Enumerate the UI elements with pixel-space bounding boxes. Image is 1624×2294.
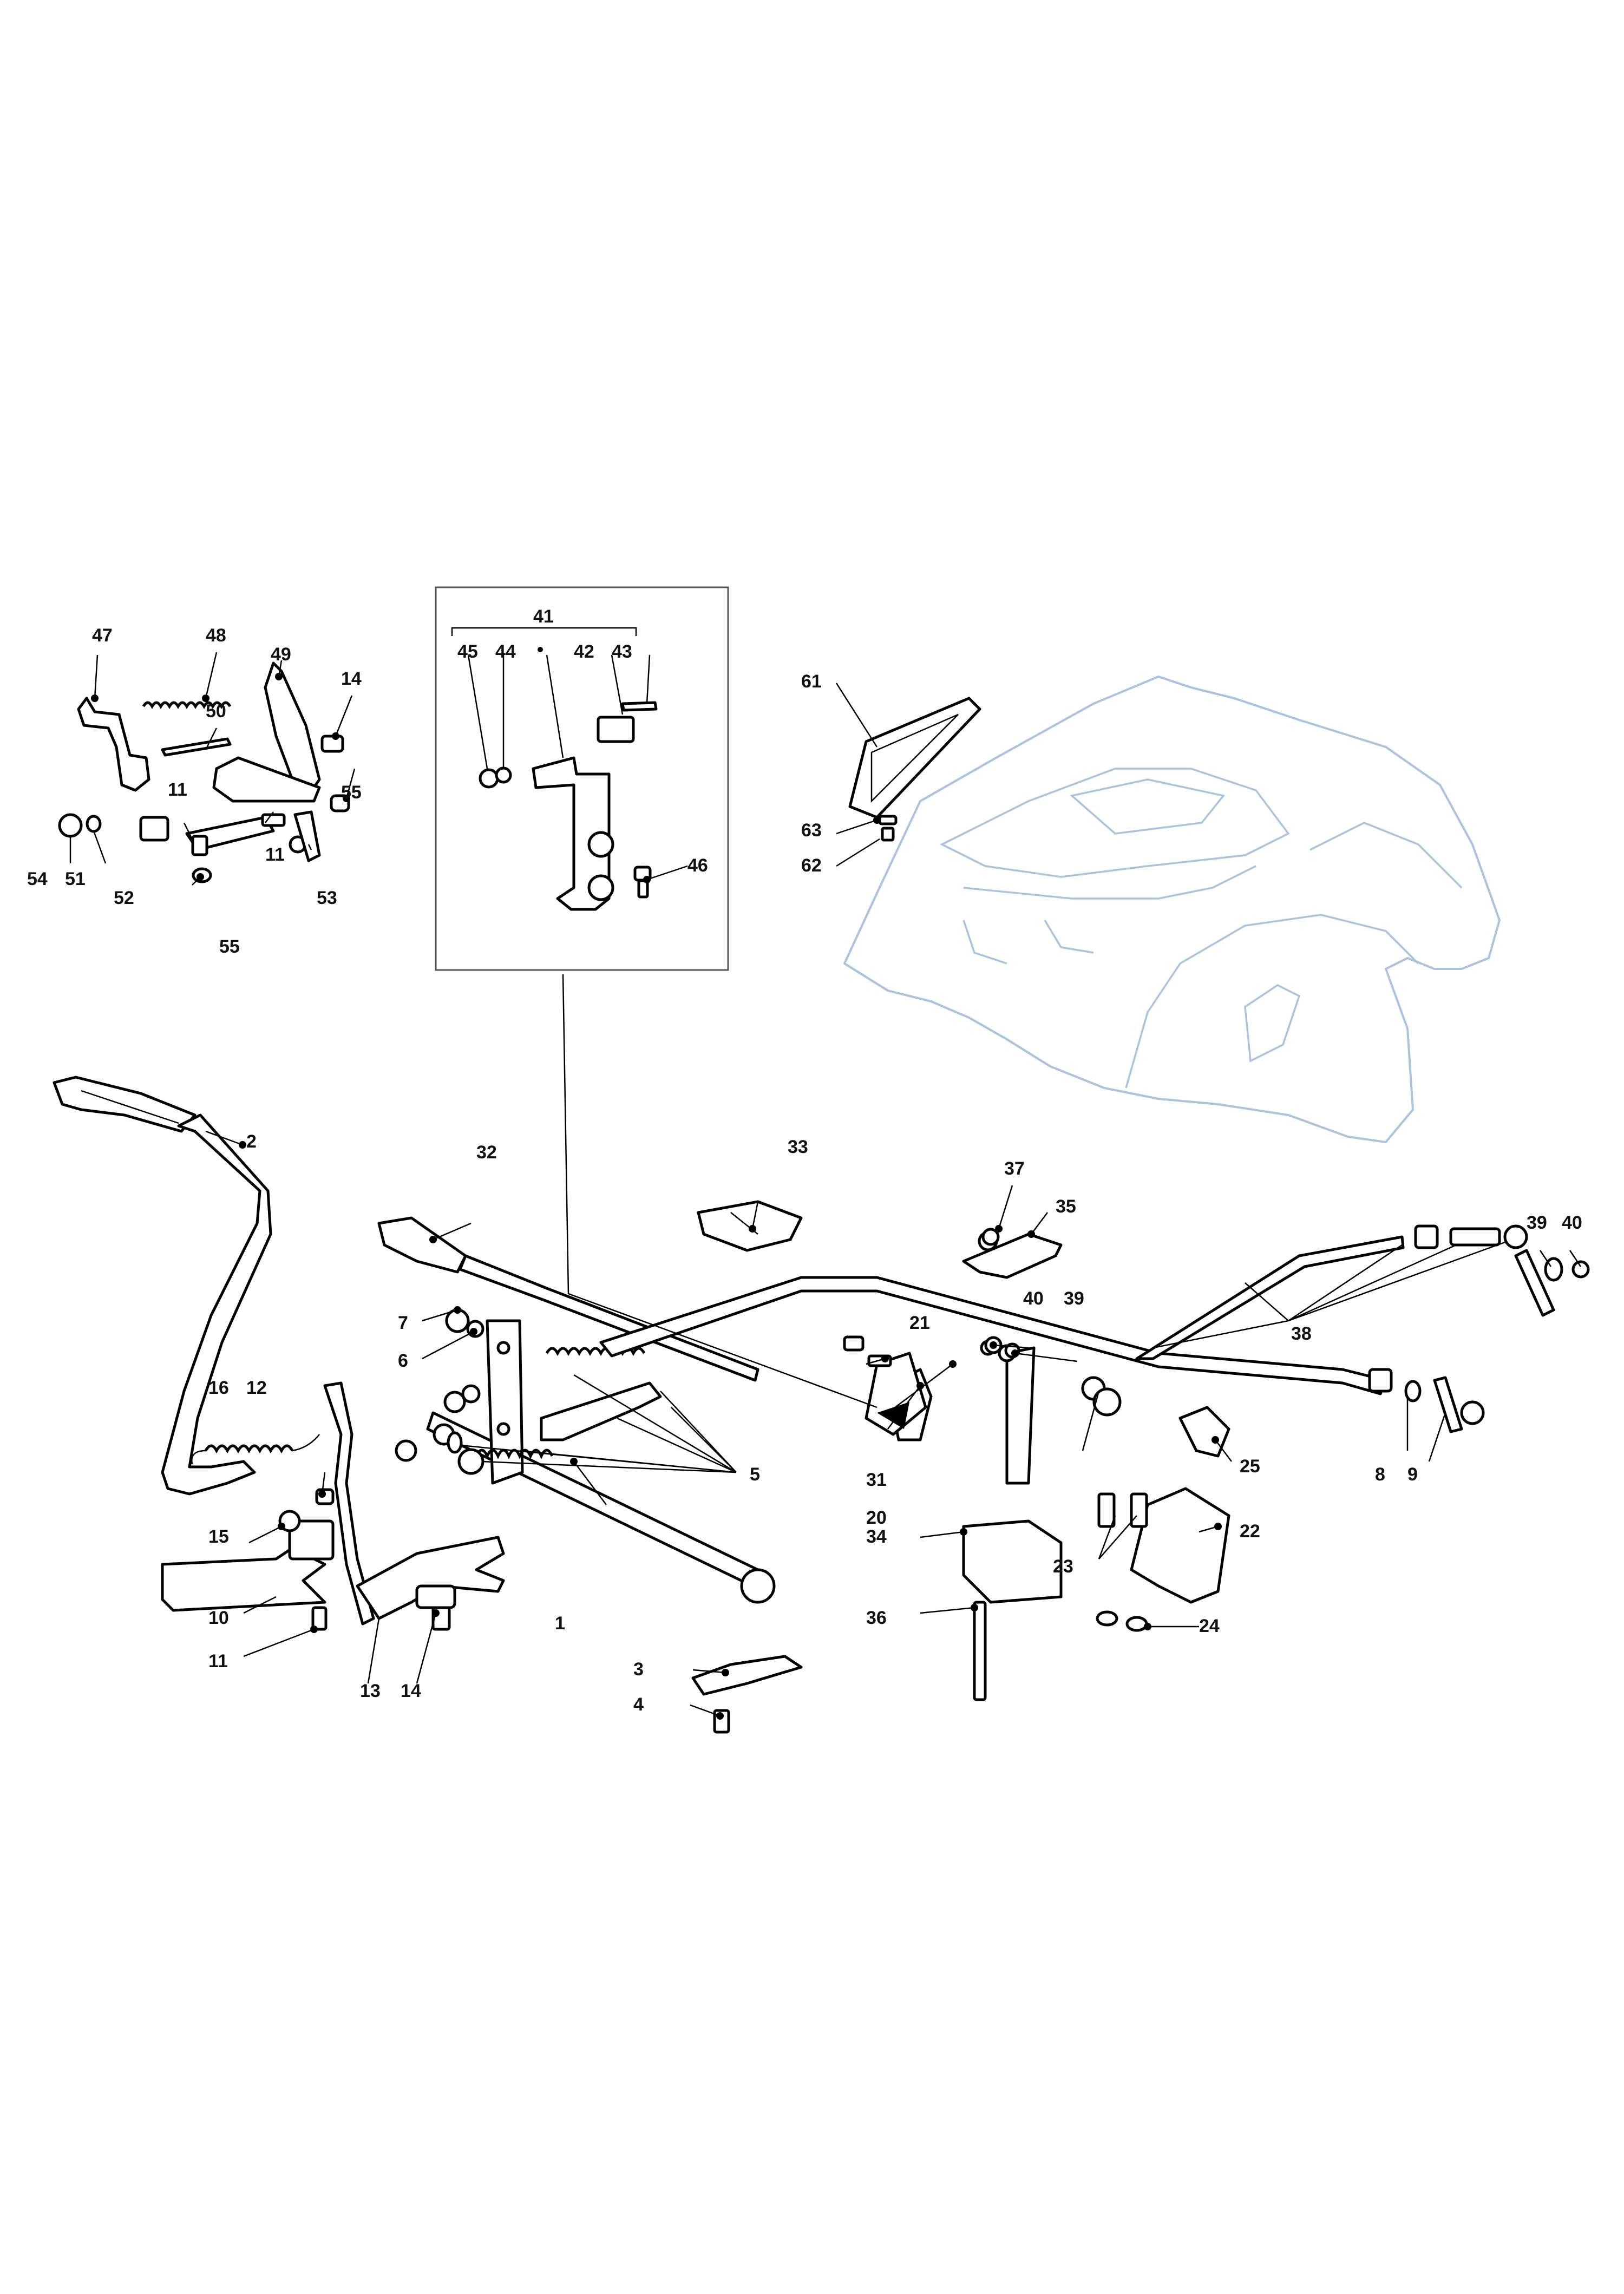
callout-15: 15 bbox=[208, 1526, 229, 1547]
callout-34: 34 bbox=[866, 1526, 887, 1547]
callout-44: 44 bbox=[495, 641, 516, 662]
callout-20: 20 bbox=[866, 1508, 887, 1528]
rear-body-ghost bbox=[843, 676, 1501, 1143]
callout-40: 40 bbox=[1023, 1288, 1044, 1309]
callout-5: 5 bbox=[750, 1464, 760, 1485]
callout-42: 42 bbox=[574, 641, 594, 662]
callout-2: 2 bbox=[246, 1131, 257, 1152]
callout-54: 54 bbox=[27, 869, 48, 889]
callout-11: 11 bbox=[168, 779, 187, 800]
leader-dots bbox=[91, 673, 1222, 1720]
callout-25: 25 bbox=[1240, 1456, 1260, 1477]
callout-14: 14 bbox=[341, 668, 362, 689]
callout-12: 12 bbox=[246, 1378, 267, 1398]
callout-23: 23 bbox=[1053, 1556, 1073, 1577]
callout-62: 62 bbox=[801, 855, 822, 876]
callout-7: 7 bbox=[398, 1313, 408, 1333]
callout-63: 63 bbox=[801, 820, 822, 841]
part-63-washer bbox=[878, 815, 898, 825]
callout-35: 35 bbox=[1056, 1196, 1076, 1217]
callout-11: 11 bbox=[265, 844, 285, 865]
callout-21: 21 bbox=[909, 1313, 930, 1333]
callout-48: 48 bbox=[206, 625, 226, 646]
callout-52: 52 bbox=[114, 888, 134, 908]
callout-9: 9 bbox=[1407, 1464, 1418, 1485]
callout-37: 37 bbox=[1004, 1158, 1025, 1179]
callout-13: 13 bbox=[360, 1681, 381, 1701]
callout-41: 41 bbox=[533, 606, 554, 627]
callout-39: 39 bbox=[1064, 1288, 1084, 1309]
callout-4: 4 bbox=[633, 1694, 644, 1715]
callout-14: 14 bbox=[401, 1681, 421, 1701]
callout-40: 40 bbox=[1562, 1212, 1582, 1233]
inset-group-bracket bbox=[451, 627, 637, 636]
callout-10: 10 bbox=[208, 1608, 229, 1628]
callout-61: 61 bbox=[801, 671, 822, 692]
callout-11: 11 bbox=[208, 1651, 228, 1672]
callout-47: 47 bbox=[92, 625, 113, 646]
callout-50: 50 bbox=[206, 701, 226, 722]
callout-8: 8 bbox=[1375, 1464, 1385, 1485]
leader-lines bbox=[69, 652, 1582, 1717]
callout-38: 38 bbox=[1291, 1323, 1312, 1344]
inset-parts bbox=[479, 701, 658, 911]
callout-31: 31 bbox=[866, 1470, 887, 1490]
callout-3: 3 bbox=[633, 1659, 644, 1680]
callout-32: 32 bbox=[476, 1142, 497, 1163]
callout-24: 24 bbox=[1199, 1616, 1220, 1636]
part-62-screw bbox=[881, 827, 895, 842]
callout-55: 55 bbox=[341, 782, 362, 803]
inset-bullet bbox=[538, 647, 543, 652]
inset-box bbox=[435, 586, 729, 971]
callout-33: 33 bbox=[788, 1137, 808, 1157]
callout-22: 22 bbox=[1240, 1521, 1260, 1542]
callout-55: 55 bbox=[219, 936, 240, 957]
top-left-parts bbox=[58, 661, 350, 883]
callout-45: 45 bbox=[457, 641, 478, 662]
main-assembly bbox=[53, 1076, 1590, 1734]
callout-6: 6 bbox=[398, 1351, 408, 1371]
callout-39: 39 bbox=[1527, 1212, 1547, 1233]
callout-53: 53 bbox=[317, 888, 337, 908]
callout-51: 51 bbox=[65, 869, 86, 889]
callout-labels: 41 1 2 3 4 5 6 7 8 9 10 11 11 11 12 13 1… bbox=[27, 606, 1582, 1715]
callout-16: 16 bbox=[208, 1378, 229, 1398]
callout-46: 46 bbox=[687, 855, 708, 876]
callout-36: 36 bbox=[866, 1608, 887, 1628]
callout-49: 49 bbox=[271, 644, 291, 665]
callout-43: 43 bbox=[612, 641, 632, 662]
callout-1: 1 bbox=[555, 1613, 565, 1634]
part-61-inner bbox=[870, 713, 959, 803]
